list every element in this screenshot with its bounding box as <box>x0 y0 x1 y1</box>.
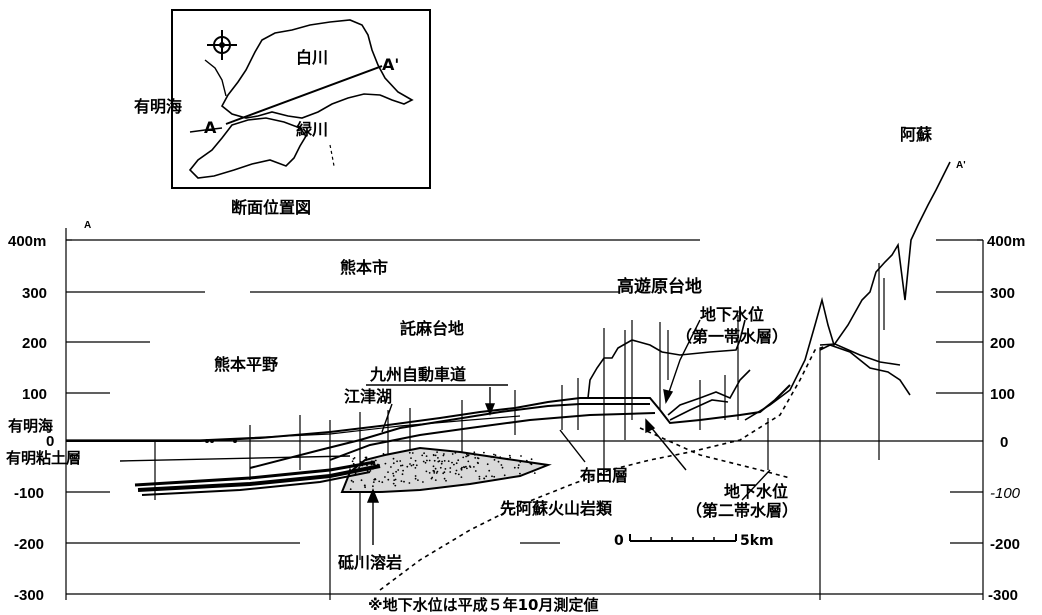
north-arrow-icon <box>207 30 237 60</box>
right-tick-100: 100 <box>990 386 1015 403</box>
label-ariake-clay: 有明粘土層 <box>6 449 81 467</box>
ariake-clay-layer <box>134 460 381 496</box>
left-tick-minus-200: -200 <box>14 536 44 553</box>
inset-map-caption: 断面位置図 <box>231 198 311 217</box>
label-gw-second-line2: （第二帯水層） <box>686 501 798 520</box>
shore-markers <box>205 439 237 443</box>
left-axis-labels: 400m 300 200 100 0 -100 -200 -300 A <box>8 220 91 604</box>
label-kumamoto-city: 熊本市 <box>340 258 388 277</box>
inset-label-point-a: A <box>204 118 217 137</box>
aso-mountain-profile <box>744 161 951 421</box>
label-futa-layer: 布田層 <box>580 466 628 485</box>
inset-label-shirakawa: 白川 <box>296 48 328 67</box>
leader-lines <box>119 319 771 545</box>
inset-label-midorikawa: 緑川 <box>296 120 328 139</box>
coastline <box>189 59 227 133</box>
left-tick-200: 200 <box>22 335 47 352</box>
ground-surface <box>66 384 791 469</box>
scale-5km-label: 5km <box>740 533 774 549</box>
left-tick-100: 100 <box>22 386 47 403</box>
groundwater-second-aquifer-line <box>379 345 827 591</box>
label-takayubaru-plateau: 高遊原台地 <box>617 276 702 297</box>
groundwater-first-aquifer-line <box>66 415 521 441</box>
midorikawa-basin-outline <box>188 117 307 179</box>
scale-zero-label: 0 <box>614 533 624 549</box>
label-pre-aso-volcanic: 先阿蘇火山岩類 <box>500 499 613 518</box>
right-axis-labels: 400m 300 200 100 0 -100 -200 -300 A' <box>956 160 1025 604</box>
left-tick-minus-300: -300 <box>14 587 44 604</box>
elevation-grid <box>65 228 984 600</box>
inset-map-frame <box>171 9 431 189</box>
left-tick-minus-100: -100 <box>14 485 44 502</box>
borehole-lines <box>154 263 885 600</box>
takayubaru-plateau-profile <box>587 319 751 421</box>
section-line-a-a-prime <box>225 65 383 125</box>
label-aso: 阿蘇 <box>900 125 933 144</box>
inset-label-point-a-prime: A' <box>382 55 399 74</box>
label-togawa-lava: 砥川溶岩 <box>338 553 402 572</box>
right-tick-300: 300 <box>990 285 1015 302</box>
scale-bar: 0 5km <box>614 533 774 549</box>
label-gw-first-line2: （第一帯水層） <box>676 327 788 346</box>
right-tick-minus-200: -200 <box>990 536 1020 553</box>
left-tick-0: 0 <box>46 433 54 450</box>
label-ezu-lake: 江津湖 <box>344 387 392 406</box>
label-takuma-plateau: 託麻台地 <box>400 319 464 338</box>
midorikawa-tributary <box>329 144 335 167</box>
left-tick-300: 300 <box>22 285 47 302</box>
right-tick-minus-100: -100 <box>990 485 1021 502</box>
left-tick-400: 400m <box>8 233 46 250</box>
right-tick-minus-300: -300 <box>988 587 1018 604</box>
right-tick-0: 0 <box>1000 434 1008 451</box>
label-kumamoto-plain: 熊本平野 <box>214 355 278 374</box>
label-ariake-sea: 有明海 <box>8 417 53 435</box>
shirakawa-basin-outline <box>220 19 414 119</box>
label-gw-second-line1: 地下水位 <box>724 482 788 501</box>
left-endpoint-a: A <box>84 220 91 231</box>
inset-location-map: 白川 緑川 有明海 A A' 断面位置図 <box>134 9 431 217</box>
inset-label-ariake-sea: 有明海 <box>134 97 182 116</box>
right-tick-200: 200 <box>990 335 1015 352</box>
footnote: ※地下水位は平成５年10月測定値 <box>368 596 598 614</box>
right-tick-400: 400m <box>987 233 1025 250</box>
right-endpoint-a-prime: A' <box>956 160 966 171</box>
label-kyushu-expressway: 九州自動車道 <box>369 365 466 384</box>
label-gw-first-line1: 地下水位 <box>700 305 764 324</box>
feature-labels: 阿蘇 熊本市 託麻台地 熊本平野 高遊原台地 地下水位 （第一帯水層） 九州自動… <box>6 125 933 614</box>
